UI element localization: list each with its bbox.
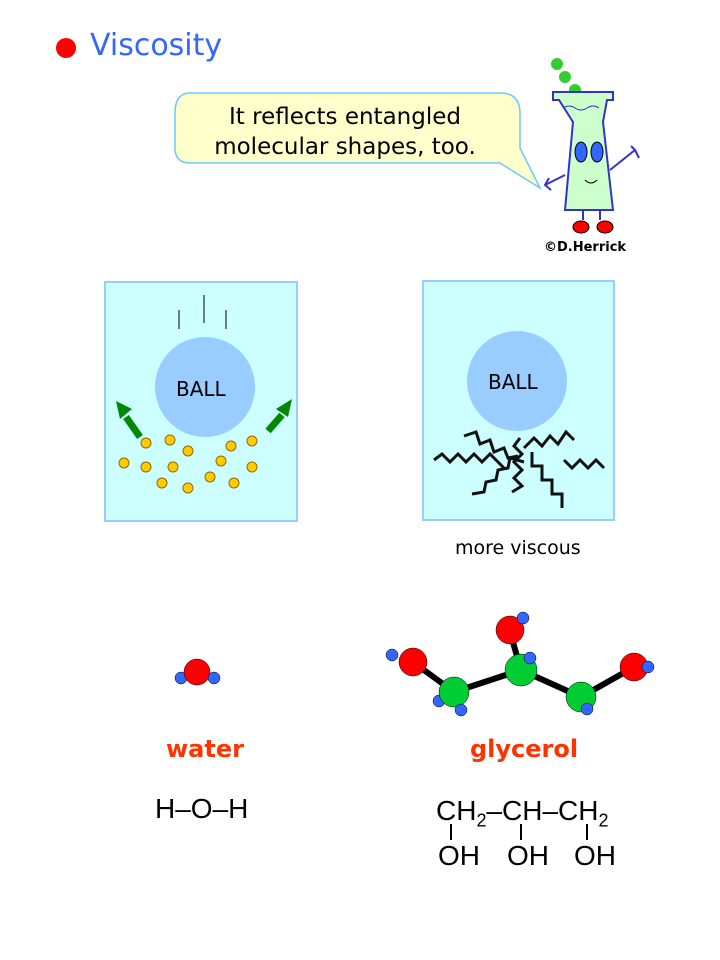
bubble-line-1: It reflects entangled: [229, 104, 461, 130]
water-label: water: [166, 735, 244, 763]
ball-label: BALL: [176, 377, 226, 401]
high-viscosity-diagram: BALL: [422, 280, 615, 521]
water-formula: H–O–H: [155, 793, 249, 824]
polymer-chains: [433, 429, 606, 508]
arrow-icon: [123, 414, 143, 440]
slide-title: Viscosity: [90, 28, 223, 63]
more-viscous-caption: more viscous: [455, 537, 581, 559]
glycerol-label: glycerol: [470, 735, 579, 763]
oh-group: OH: [574, 840, 616, 871]
bubble-line-2: molecular shapes, too.: [214, 134, 476, 160]
glycerol-formula: CH2–CH–CH2: [436, 795, 609, 832]
formula-subscript: 2: [598, 810, 609, 831]
oh-group: OH: [438, 840, 480, 871]
arrow-icon: [265, 412, 285, 434]
formula-part: –CH–CH: [486, 795, 599, 826]
formula-subscript: 2: [476, 810, 487, 831]
glycerol-molecule-model: [385, 611, 655, 717]
ball-falling-through-particles: [116, 295, 292, 494]
particles: [118, 434, 258, 494]
arrow-icon: [116, 401, 132, 419]
oh-group: OH: [507, 840, 549, 871]
speech-bubble-text: It reflects entangled molecular shapes, …: [180, 102, 510, 162]
ball-label: BALL: [488, 370, 538, 394]
ball: [155, 337, 255, 437]
arrow-icon: [276, 399, 292, 417]
formula-bonds: [450, 824, 588, 840]
ball-in-entangled-chains: [433, 331, 606, 508]
formula-part: CH: [436, 795, 477, 826]
flask-mascot-icon: [543, 58, 640, 234]
credit-text: ©D.Herrick: [544, 240, 627, 255]
ball: [467, 331, 567, 431]
bullet-icon: [56, 38, 76, 58]
speech-bubble: [174, 92, 542, 191]
low-viscosity-diagram: BALL: [104, 281, 298, 522]
water-molecule-model: [174, 658, 221, 686]
